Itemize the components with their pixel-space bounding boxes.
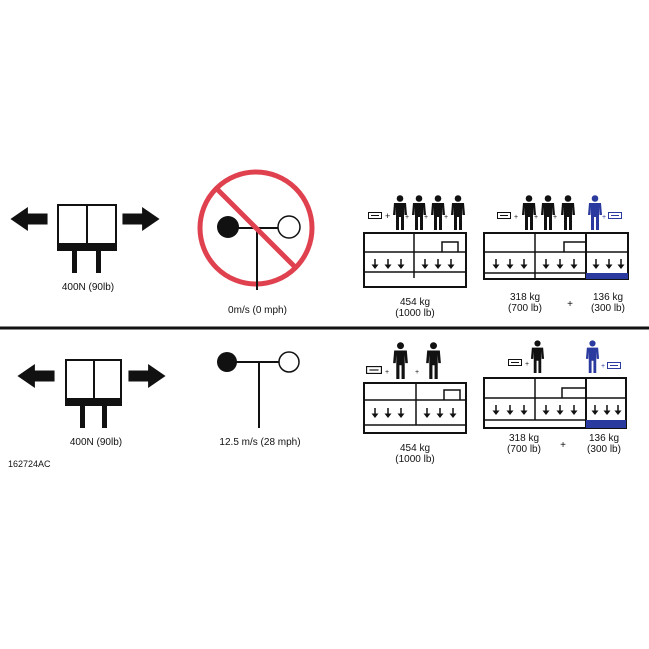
extension-capacity-bottom: 136 kg (300 lb) xyxy=(579,433,629,455)
person-icon xyxy=(588,195,602,230)
side-force-pictogram-top xyxy=(10,204,160,273)
svg-text:+: + xyxy=(385,369,389,376)
person-icon xyxy=(393,195,407,230)
svg-text:+: + xyxy=(385,211,390,221)
side-force-label-top: 400N (90lb) xyxy=(61,282,115,293)
person-icon xyxy=(451,195,465,230)
extension-capacity-top: 136 kg (300 lb) xyxy=(583,292,633,314)
person-icon xyxy=(393,342,408,379)
wind-pictogram-top xyxy=(197,169,315,290)
capacity-kg: 318 kg xyxy=(508,433,540,444)
svg-text:+: + xyxy=(601,363,605,370)
tool-box-icon xyxy=(497,212,511,219)
tool-box-icon xyxy=(608,212,622,219)
svg-text:+: + xyxy=(444,214,448,221)
person-icon xyxy=(431,195,445,230)
svg-text:+: + xyxy=(553,214,557,221)
tool-box-icon xyxy=(607,362,621,369)
plus-sign-bottom: + xyxy=(560,440,566,451)
tool-box-icon xyxy=(508,359,522,366)
svg-text:+: + xyxy=(514,214,518,221)
deck-capacity-bottom: 318 kg (700 lb) xyxy=(499,433,549,455)
person-icon xyxy=(522,195,536,230)
svg-text:+: + xyxy=(602,214,606,221)
capacity-lb: (1000 lb) xyxy=(395,454,435,465)
capacity-lb: (1000 lb) xyxy=(395,308,435,319)
svg-text:+: + xyxy=(415,369,419,376)
svg-text:+: + xyxy=(405,214,409,221)
anemometer-icon xyxy=(217,351,300,428)
platform-full-capacity-bottom: 454 kg (1000 lb) xyxy=(385,443,445,465)
tire-icon xyxy=(57,204,117,273)
capacity-kg: 136 kg xyxy=(592,292,624,303)
person-icon xyxy=(585,340,600,373)
svg-text:+: + xyxy=(534,214,538,221)
arrow-left-icon xyxy=(10,207,48,231)
capacity-kg: 136 kg xyxy=(588,433,620,444)
person-icon xyxy=(426,342,441,379)
capacity-lb: (700 lb) xyxy=(507,444,541,455)
platform-full-capacity-top: 454 kg (1000 lb) xyxy=(385,297,445,319)
platform-full-bottom xyxy=(363,342,467,434)
deck-capacity-top: 318 kg (700 lb) xyxy=(500,292,550,314)
person-icon xyxy=(541,195,555,230)
arrow-left-icon xyxy=(17,364,55,388)
capacity-lb: (300 lb) xyxy=(587,444,621,455)
side-force-pictogram-bottom xyxy=(17,359,166,428)
figure-code: 162724AC xyxy=(8,459,51,469)
svg-text:+: + xyxy=(525,361,529,368)
platform-extended-top xyxy=(483,195,629,280)
plus-sign-top: + xyxy=(567,299,573,310)
capacity-kg: 454 kg xyxy=(399,443,431,454)
tool-box-icon xyxy=(368,212,382,219)
wind-label-bottom: 12.5 m/s (28 mph) xyxy=(219,437,301,448)
side-force-label-bottom: 400N (90lb) xyxy=(69,437,123,448)
capacity-kg: 318 kg xyxy=(509,292,541,303)
person-icon xyxy=(561,195,575,230)
capacity-kg: 454 kg xyxy=(399,297,431,308)
platform-extended-bottom xyxy=(483,340,627,429)
tool-box-icon xyxy=(366,366,382,374)
tire-icon xyxy=(65,359,122,428)
arrow-right-icon xyxy=(128,364,166,388)
anemometer-icon xyxy=(217,215,301,290)
platform-full-top xyxy=(363,195,467,288)
capacity-lb: (300 lb) xyxy=(591,303,625,314)
wind-label-top: 0m/s (0 mph) xyxy=(228,305,287,316)
person-icon xyxy=(530,340,545,373)
person-icon xyxy=(412,195,426,230)
arrow-right-icon xyxy=(122,207,160,231)
capacity-lb: (700 lb) xyxy=(508,303,542,314)
svg-text:+: + xyxy=(424,214,428,221)
